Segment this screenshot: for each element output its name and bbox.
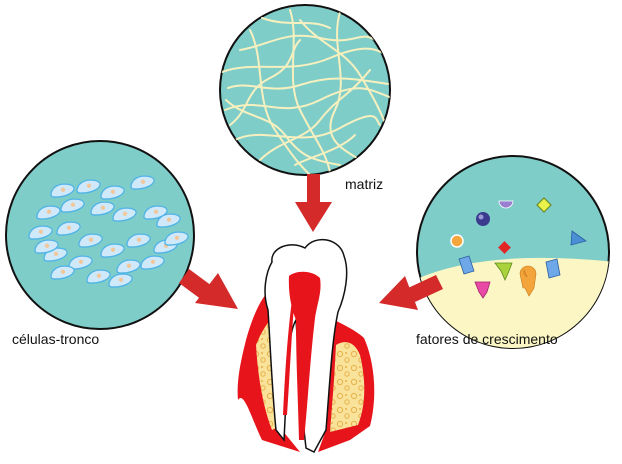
stem-cell [90,201,115,216]
stem-cell [116,259,141,274]
factor-green-cup [494,262,513,281]
matrix-circle [219,4,391,176]
stem-cell [126,233,151,248]
stem-cell [140,255,165,270]
factor-diamond [536,197,552,213]
stem-cell [50,183,75,198]
stem-cell [100,185,125,200]
stem-cell [143,205,168,220]
stem-cell [34,239,59,254]
label-stem-cells: células-tronco [12,331,100,347]
tooth-pulp [288,271,321,440]
stem-cell [60,198,85,213]
factor-ring [450,234,464,248]
factor-half-disc [498,200,514,209]
tooth-illustration [237,238,375,453]
arrow-from-stem-cells [179,269,238,309]
stem-cell [28,225,53,240]
stem-cell [164,231,189,246]
stem-cell [50,265,75,280]
factor-orange-drop [519,265,537,297]
bone-right [330,342,365,432]
stem-cell [108,273,133,288]
label-matrix: matriz [345,176,384,192]
factor-blue-cup-2 [545,258,561,279]
stem-cell [112,207,137,222]
stem-cell [56,221,81,236]
label-growth-factors: fatores de crescimento [416,331,558,347]
stem-cells-circle [5,140,195,330]
factor-blue-cup [458,255,475,275]
stem-cell [76,179,101,194]
factor-sphere [476,212,490,226]
growth-factors-circle [416,155,610,349]
stem-cell [100,243,125,258]
factor-triangle [570,230,587,246]
matrix-fibers [221,9,390,175]
stem-cell [86,269,111,284]
stem-cell [78,233,103,248]
stem-cell [156,213,181,228]
stem-cell [130,175,155,190]
factor-pink-cup [474,281,491,299]
stem-cell [36,205,61,220]
factor-red-diamond [498,241,511,254]
arrow-from-matrix [295,174,332,232]
arrow-from-growth-factors [379,275,443,310]
stem-cells [28,175,189,288]
